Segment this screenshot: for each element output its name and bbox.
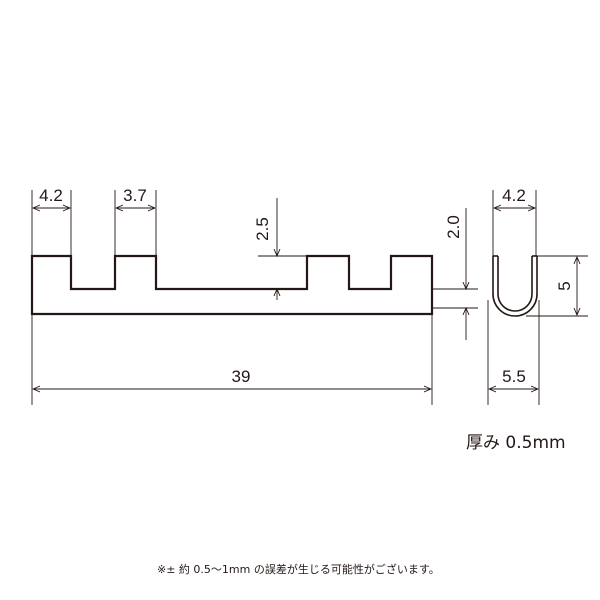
dim-u-outer-width: 5.5 — [502, 367, 526, 386]
comb-profile-outline — [30, 254, 434, 316]
u-channel-outer — [492, 256, 538, 317]
dim-end-height: 2.0 — [444, 215, 463, 239]
u-channel-inner — [497, 256, 533, 312]
dim-notch-depth: 2.5 — [253, 217, 272, 241]
tolerance-footnote: ※± 約 0.5〜1mm の誤差が生じる可能性がございます。 — [157, 563, 440, 576]
dim-notch-width-1: 4.2 — [39, 186, 63, 205]
dim-u-height: 5 — [555, 281, 574, 290]
dim-notch-width-2: 3.7 — [123, 186, 147, 205]
dim-u-inner-width: 4.2 — [502, 186, 526, 205]
dim-total-length: 39 — [232, 367, 251, 386]
thickness-label: 厚み 0.5mm — [466, 433, 566, 453]
